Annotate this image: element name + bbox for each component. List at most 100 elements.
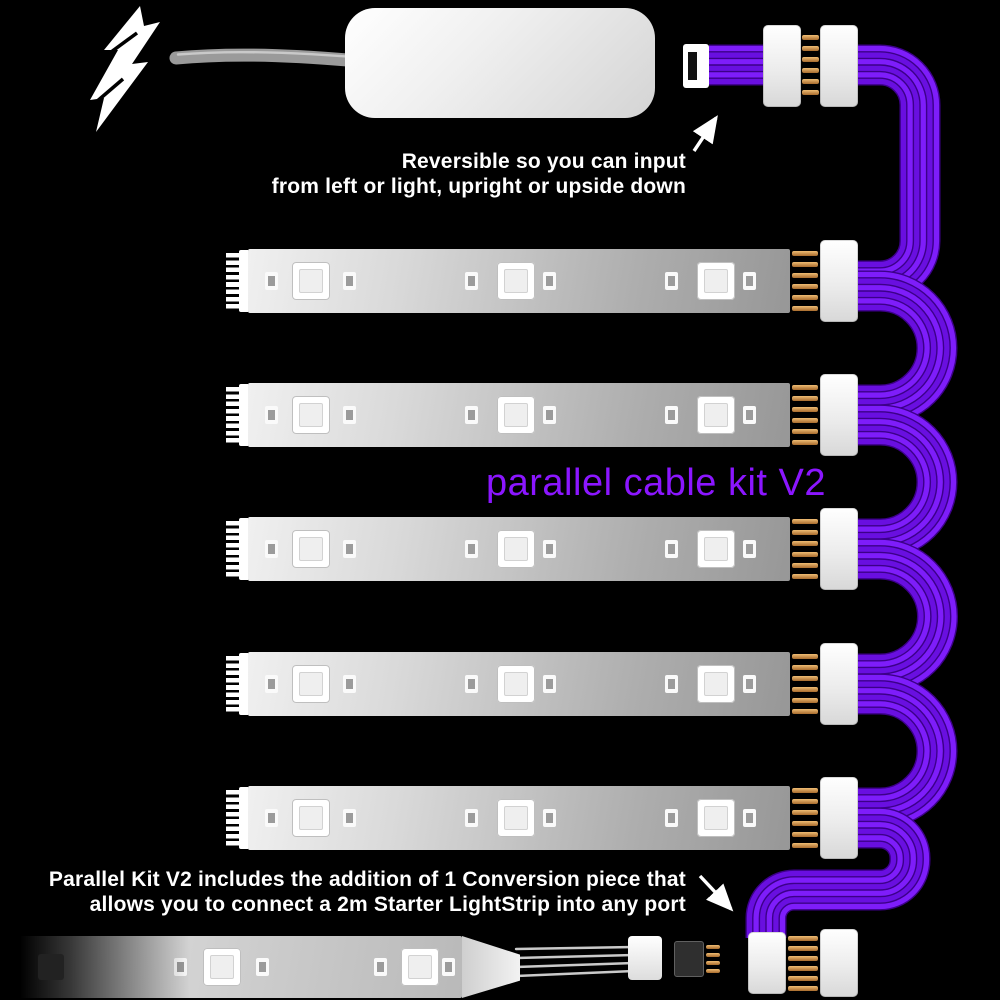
smd-component [255, 958, 269, 976]
ribbon-wire [850, 285, 943, 411]
caption-line: from left or light, upright or upside do… [271, 174, 686, 198]
smd-component [264, 809, 278, 827]
smd-component [464, 809, 478, 827]
led-chip-die [704, 806, 728, 830]
ribbon-wire [746, 841, 897, 938]
ribbon-connector-block [820, 240, 858, 322]
smd-component [342, 406, 356, 424]
conversion-cable-wire [514, 969, 636, 978]
connector-pin [706, 969, 720, 973]
smd-component [742, 675, 756, 693]
led-chip [401, 948, 439, 986]
conversion-cable-wire [514, 961, 636, 969]
connector-pin [706, 945, 720, 949]
smd-component-body [267, 679, 275, 689]
light-strip [226, 383, 790, 447]
smd-component [664, 272, 678, 290]
led-chip [697, 530, 735, 568]
connector-pin [802, 56, 819, 63]
smd-component-body [467, 813, 475, 823]
connector-pin [792, 261, 818, 268]
connector-pin [792, 283, 818, 290]
led-chip-die [704, 537, 728, 561]
connector-pin [792, 573, 818, 580]
smd-component-body [545, 813, 553, 823]
led-chip-die [299, 403, 323, 427]
ribbon-wire [850, 425, 937, 539]
smd-component [464, 540, 478, 558]
connector-pin [802, 34, 819, 41]
smd-component-body [345, 813, 353, 823]
smd-component-body [267, 276, 275, 286]
smd-component-body [267, 544, 275, 554]
ribbon-connector-block [763, 25, 801, 107]
connector-pin [802, 78, 819, 85]
smd-component [342, 272, 356, 290]
ribbon-wire [850, 432, 930, 532]
ribbon-tail-base [745, 807, 931, 938]
led-chip [497, 262, 535, 300]
smd-component [441, 958, 455, 976]
smd-component-body [667, 544, 675, 554]
smd-component-body [745, 410, 753, 420]
connector-pin [792, 686, 818, 693]
strip-end-connector [239, 653, 248, 715]
led-chip-die [299, 806, 323, 830]
smd-component [542, 540, 556, 558]
controller-output-connector [683, 44, 709, 88]
connector-pin [792, 395, 818, 402]
connector-pin [792, 664, 818, 671]
ribbon-wire [850, 681, 950, 821]
connector-pin [792, 305, 818, 312]
connector-pin [792, 551, 818, 558]
conversion-cable-wire [514, 945, 636, 951]
ribbon-wire [760, 828, 910, 938]
strip-end-connector [239, 787, 248, 849]
ribbon-wire [753, 835, 903, 938]
connector-pin [792, 406, 818, 413]
smd-component [464, 272, 478, 290]
smd-component [342, 675, 356, 693]
smd-component [742, 406, 756, 424]
ribbon-wire [850, 566, 931, 667]
smd-component-body [745, 544, 753, 554]
smd-component [264, 272, 278, 290]
led-chip [497, 665, 535, 703]
smd-component [542, 272, 556, 290]
smd-component-body [467, 679, 475, 689]
smd-component [664, 675, 678, 693]
connector-pin [788, 985, 818, 991]
led-chip [697, 262, 735, 300]
connector-pin [792, 697, 818, 704]
strip-end-connector-teeth [226, 387, 239, 443]
led-chip [292, 396, 330, 434]
light-strip [226, 249, 790, 313]
smd-component [464, 675, 478, 693]
led-chip-die [504, 806, 528, 830]
strip-end-connector-teeth [226, 790, 239, 846]
smd-component-body [545, 276, 553, 286]
ribbon-wire [850, 298, 930, 398]
smd-component-body [467, 276, 475, 286]
smd-component-body [745, 276, 753, 286]
ribbon-loop-base [850, 270, 958, 426]
connector-pin [792, 540, 818, 547]
connector-pin [792, 787, 818, 794]
starter-light-strip [20, 936, 520, 998]
strip-end-connector [239, 518, 248, 580]
led-chip [292, 262, 330, 300]
connector-pin [792, 708, 818, 715]
ribbon-loop [850, 538, 958, 695]
ribbon-wire [850, 78, 907, 268]
conversion-cable-wire [514, 953, 636, 960]
smd-component-body [545, 679, 553, 689]
led-chip [292, 530, 330, 568]
smd-component-body [444, 962, 452, 972]
ribbon-connector-block [820, 929, 858, 997]
conversion-connector-dark [674, 941, 704, 977]
connector-pin [792, 809, 818, 816]
connector-pin [802, 45, 819, 52]
ribbon-wire [850, 694, 937, 808]
